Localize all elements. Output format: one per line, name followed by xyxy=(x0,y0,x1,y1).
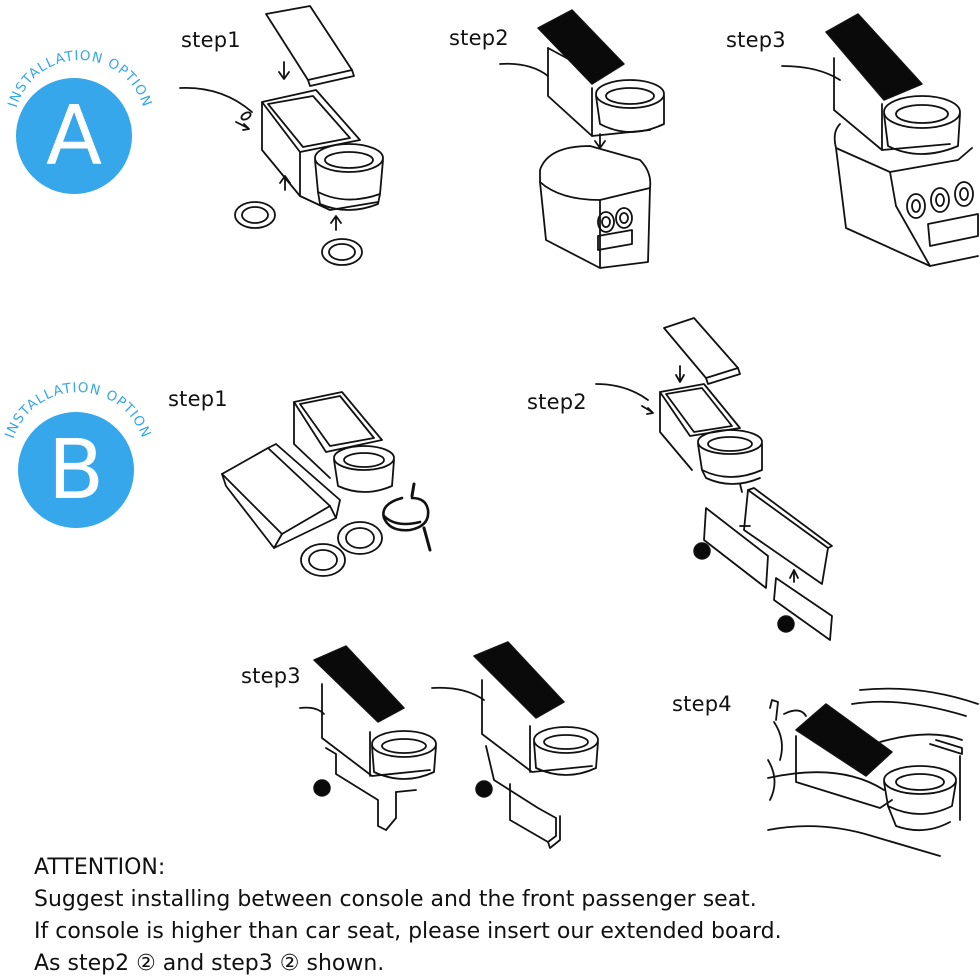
attention-line-1: Suggest installing between console and t… xyxy=(34,887,757,912)
b-step2-label: step2 xyxy=(527,390,587,414)
a-step1-label: step1 xyxy=(181,28,241,52)
b-step3-left-marker xyxy=(313,779,331,797)
b-step2-marker-1 xyxy=(693,542,711,560)
attention-note: ATTENTION: Suggest installing between co… xyxy=(34,852,964,980)
b-step3-right-panel xyxy=(473,641,565,719)
a-step2-label: step2 xyxy=(449,26,509,50)
b-step4-illustration xyxy=(767,687,979,857)
option-b-circle xyxy=(18,412,134,528)
b-step4-label: step4 xyxy=(672,692,732,716)
b-step3-label: step3 xyxy=(241,664,301,688)
option-a-circle xyxy=(16,78,132,194)
b-step2-illustration xyxy=(595,317,833,641)
option-b-badge: INSTALLATION OPTION B xyxy=(2,380,153,528)
attention-line-3: As step2 ② and step3 ② shown. xyxy=(34,951,385,976)
option-b-letter: B xyxy=(48,423,104,518)
b-step4-phone-panel xyxy=(795,703,893,777)
b-step3-illustration xyxy=(299,679,599,849)
a-step3-label: step3 xyxy=(726,28,786,52)
b-step2-marker-2 xyxy=(777,615,795,633)
b-step1-label: step1 xyxy=(168,387,228,411)
attention-line-2: If console is higher than car seat, plea… xyxy=(34,919,782,944)
attention-heading: ATTENTION: xyxy=(34,855,166,880)
a-step1-illustration xyxy=(179,5,384,266)
a-step3-illustration xyxy=(781,57,979,267)
b-step3-left-panel xyxy=(313,645,405,723)
b-step1-illustration xyxy=(221,391,432,577)
a-step3-phone-panel xyxy=(825,13,923,101)
option-a-badge: INSTALLATION OPTION A xyxy=(5,48,154,194)
option-a-letter: A xyxy=(46,89,102,184)
a-step2-phone-panel xyxy=(537,9,625,85)
b-step3-right-marker xyxy=(475,780,493,798)
a-step2-illustration xyxy=(499,47,665,269)
